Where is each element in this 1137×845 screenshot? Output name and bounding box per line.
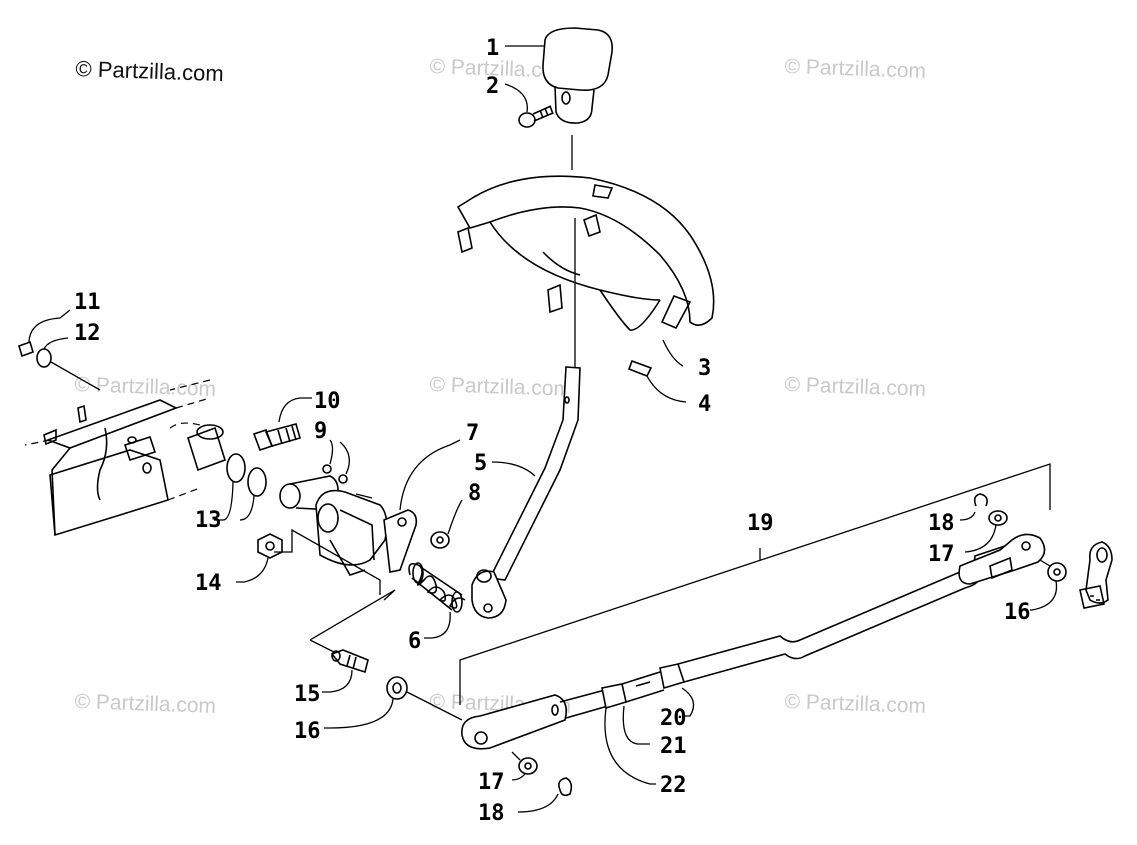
callout-8: 8 <box>468 481 481 506</box>
pin-and-clip <box>627 339 687 403</box>
callout-16b: 16 <box>1004 600 1031 625</box>
washer-left <box>324 676 463 729</box>
callout-5: 5 <box>474 451 487 476</box>
callout-14: 14 <box>195 571 222 596</box>
callout-17a: 17 <box>928 542 955 567</box>
shift-rod <box>459 463 1051 750</box>
lead-2 <box>504 83 528 113</box>
washer-clip-left <box>511 751 573 813</box>
mount-bracket <box>24 379 226 537</box>
callout-4: 4 <box>698 392 711 417</box>
lead-6b <box>383 589 396 601</box>
shift-lever <box>471 366 581 619</box>
callout-20: 20 <box>660 706 687 731</box>
callout-13: 13 <box>195 508 222 533</box>
lead-21 <box>622 705 650 745</box>
washer-right <box>1030 559 1067 611</box>
callout-labels: 1 2 3 4 5 6 7 8 9 10 11 12 13 14 15 16 1… <box>74 36 1031 826</box>
callout-3: 3 <box>698 356 711 381</box>
shift-knob <box>542 27 614 124</box>
callout-21: 21 <box>660 734 687 759</box>
callout-15: 15 <box>294 682 321 707</box>
callout-17b: 17 <box>478 770 505 795</box>
lead-20 <box>681 687 695 717</box>
knob-screw <box>518 105 554 128</box>
callout-2: 2 <box>486 74 499 99</box>
callout-12: 12 <box>74 321 101 346</box>
grease-fitting <box>322 649 369 693</box>
callout-10: 10 <box>314 389 341 414</box>
flange-nut <box>236 528 396 661</box>
lead-22 <box>604 707 656 785</box>
transmission-arm <box>1079 541 1113 609</box>
callout-11: 11 <box>74 290 101 315</box>
callout-6: 6 <box>408 629 421 654</box>
washer-clip-right <box>959 493 1008 553</box>
nut <box>430 499 463 549</box>
shift-shaft <box>279 439 461 576</box>
callout-19: 19 <box>747 511 774 536</box>
callout-16a: 16 <box>294 719 321 744</box>
lead-5 <box>491 461 536 477</box>
callout-9: 9 <box>314 419 327 444</box>
callout-18a: 18 <box>928 511 955 536</box>
spring <box>408 562 466 639</box>
shifter-bracket <box>456 175 715 331</box>
callout-1: 1 <box>486 36 499 61</box>
bolt-and-washer <box>18 309 101 391</box>
callout-7: 7 <box>466 421 479 446</box>
pivot-stud <box>252 397 312 452</box>
callout-18b: 18 <box>478 801 505 826</box>
o-rings <box>214 453 267 521</box>
small-washers <box>322 439 351 484</box>
callout-22: 22 <box>660 773 687 798</box>
